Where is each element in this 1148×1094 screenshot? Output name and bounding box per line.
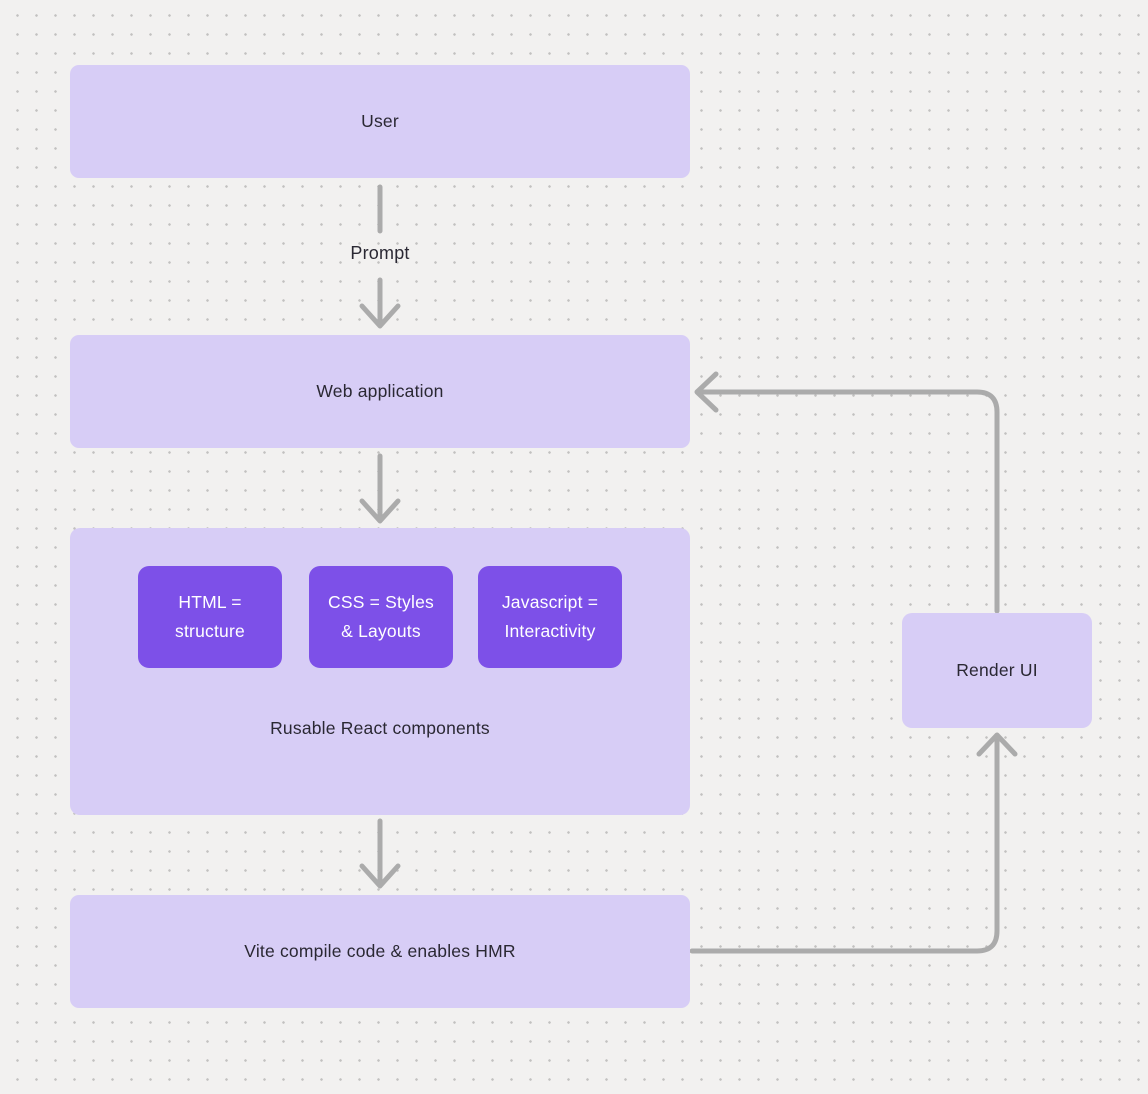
- node-web-application-label: Web application: [316, 381, 444, 401]
- node-vite: Vite compile code & enables HMR: [70, 895, 690, 1008]
- node-user: User: [70, 65, 690, 178]
- node-render-ui-label: Render UI: [956, 660, 1038, 680]
- chip-javascript-line2: Interactivity: [504, 621, 596, 641]
- node-components-group: HTML = structure CSS = Styles & Layouts …: [70, 528, 690, 815]
- node-web-application: Web application: [70, 335, 690, 448]
- chip-html: HTML = structure: [138, 566, 282, 668]
- arrow-down-icon: [359, 498, 401, 524]
- arrow-up-icon: [976, 732, 1018, 757]
- chip-css: CSS = Styles & Layouts: [309, 566, 453, 668]
- edge-label-prompt: Prompt: [350, 243, 410, 263]
- chip-html-line2: structure: [175, 621, 245, 641]
- chip-css-line2: & Layouts: [341, 621, 421, 641]
- chip-javascript: Javascript = Interactivity: [478, 566, 622, 668]
- arrow-left-icon: [694, 371, 719, 413]
- node-vite-label: Vite compile code & enables HMR: [244, 941, 516, 961]
- chip-javascript-line1: Javascript =: [501, 592, 599, 612]
- arrow-down-icon: [359, 863, 401, 889]
- node-user-label: User: [361, 111, 399, 131]
- connector-vite-renderui: [689, 735, 1000, 954]
- chip-html-line1: HTML =: [178, 592, 242, 612]
- arrow-down-icon: [359, 303, 401, 329]
- chip-css-line1: CSS = Styles: [328, 592, 434, 612]
- components-group-caption: Rusable React components: [270, 718, 490, 738]
- connector-renderui-webapp: [697, 389, 1000, 614]
- node-render-ui: Render UI: [902, 613, 1092, 728]
